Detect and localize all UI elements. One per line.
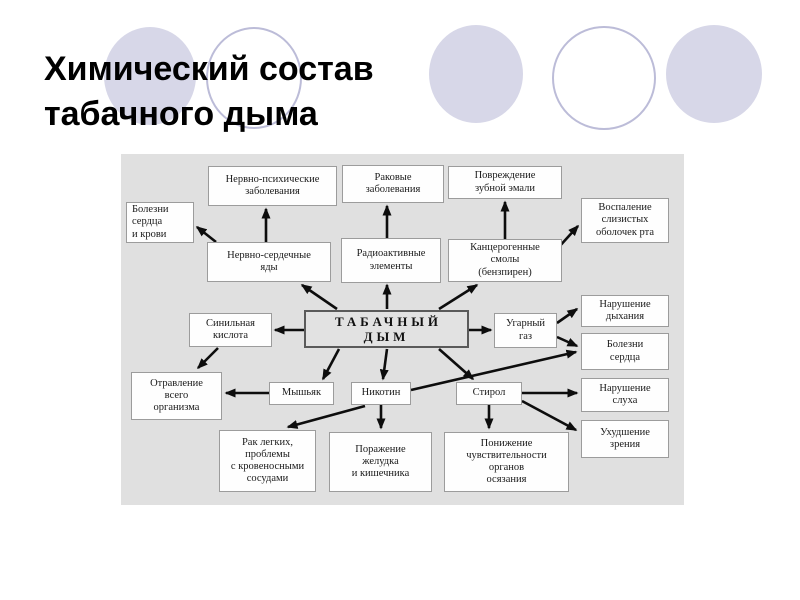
arrow-tabachny-dym-to-kancerogennye (438, 283, 479, 311)
diagram-node-vospalenie: Воспаление слизистых оболочек рта (581, 198, 669, 243)
arrow-tabachny-dym-to-nervno-serdechnye (300, 283, 338, 311)
arrow-nikotin-to-bolezni-serdca (410, 349, 578, 392)
diagram-node-radioaktivnye: Радиоактивные элементы (341, 238, 441, 283)
page-title: Химический состав табачного дыма (44, 49, 374, 133)
diagram-node-myshyak: Мышьяк (269, 382, 334, 405)
decor-circle-filled (429, 25, 523, 123)
diagram-node-povrezhdenie: Повреждение зубной эмали (448, 166, 562, 199)
arrow-nikotin-to-rak-legkih (286, 404, 366, 429)
diagram-node-rak-legkih: Рак легких, проблемы с кровеносными сосу… (219, 430, 316, 492)
diagram-node-otravlenie: Отравление всего организма (131, 372, 222, 420)
diagram-node-sinilnaya: Синильная кислота (189, 313, 272, 347)
arrow-ugarny-to-narushenie-dyhaniya (556, 307, 579, 325)
decor-circle-filled (104, 27, 196, 125)
diagram-node-tabachny-dym: ТАБАЧНЫЙ ДЫМ (304, 310, 469, 348)
decor-circle-filled (666, 25, 762, 123)
arrow-nervno-serdechnye-to-bolezni-serdca-krovi (195, 225, 217, 244)
diagram-node-rakovye: Раковые заболевания (342, 165, 444, 203)
arrow-sinilnaya-to-otravlenie (196, 347, 219, 370)
diagram-node-nervno-psihicheskie: Нервно-психические заболевания (208, 166, 337, 206)
diagram-node-narushenie-dyhaniya: Нарушение дыхания (581, 295, 669, 327)
diagram-node-uhudshenie: Ухудшение зрения (581, 420, 669, 458)
diagram-node-nervno-serdechnye: Нервно-сердечные яды (207, 242, 331, 282)
diagram-node-porazhenie: Поражение желудка и кишечника (329, 432, 432, 492)
diagram-node-bolezni-serdca: Болезни сердца (581, 333, 669, 370)
diagram-node-nikotin: Никотин (351, 382, 411, 405)
diagram-node-ugarny: Угарный газ (494, 313, 557, 348)
arrow-ugarny-to-bolezni-serdca (556, 335, 579, 348)
arrow-tabachny-dym-to-stirol (438, 348, 475, 380)
diagram-node-ponizhenie: Понижение чувствительности органов осяза… (444, 432, 569, 492)
diagram-node-kancerogennye: Канцерогенные смолы (бензпирен) (448, 239, 562, 282)
decor-circle-outlined (206, 27, 302, 129)
diagram-node-bolezni-serdca-krovi: Болезни сердца и крови (126, 202, 194, 243)
arrow-stirol-to-uhudshenie (521, 399, 578, 432)
diagram-node-narushenie-sluha: Нарушение слуха (581, 378, 669, 412)
arrow-tabachny-dym-to-nikotin (379, 348, 389, 381)
decor-circle-outlined (552, 26, 656, 130)
arrow-tabachny-dym-to-myshyak (321, 348, 341, 381)
diagram-node-stirol: Стирол (456, 382, 522, 405)
